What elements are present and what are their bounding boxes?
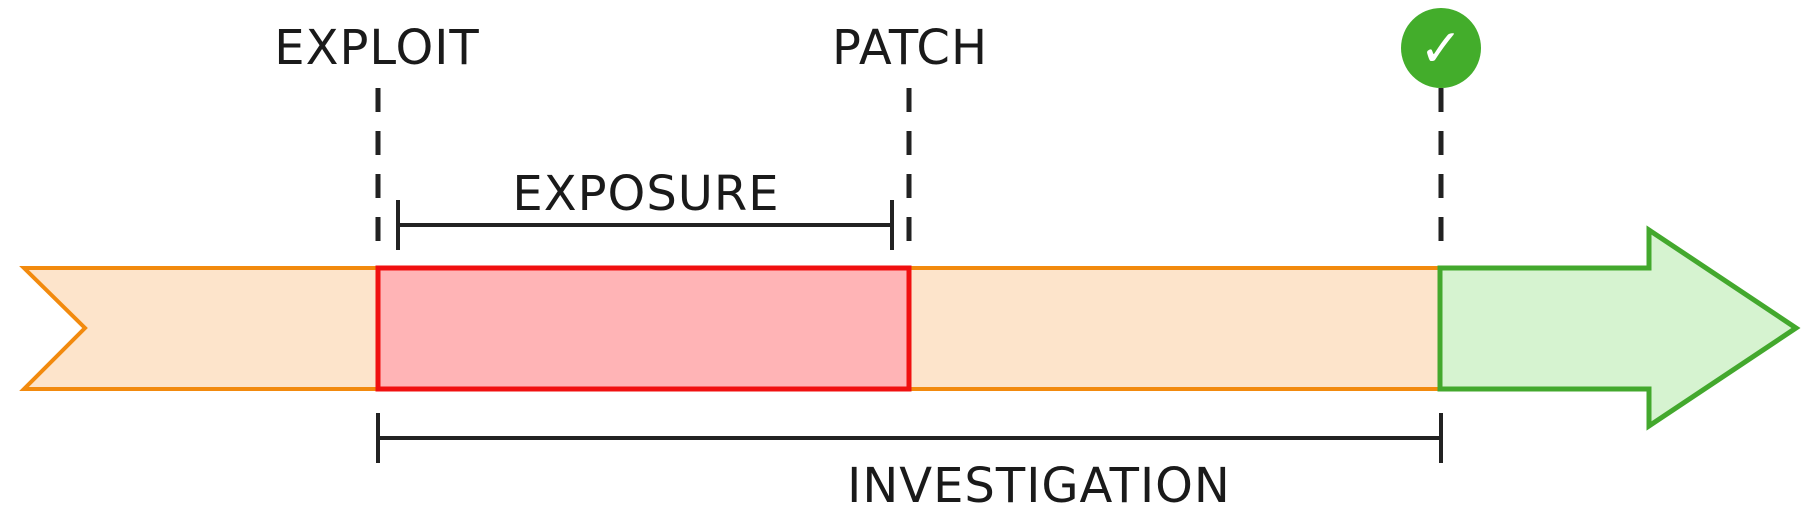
exploit-label: EXPLOIT	[274, 20, 479, 76]
patch-label: PATCH	[832, 20, 988, 76]
investigation-label: INVESTIGATION	[847, 458, 1231, 514]
exposure-block	[375, 265, 912, 392]
exposure-label: EXPOSURE	[512, 166, 779, 222]
investigation-span-bracket	[376, 413, 1443, 463]
exposure-span-bracket	[396, 200, 894, 250]
check-glyph: ✓	[1419, 19, 1463, 79]
checkmark-circle-icon: ✓	[1401, 8, 1481, 88]
resolved-arrow	[1437, 225, 1801, 431]
check-badge-circle	[1401, 8, 1481, 88]
